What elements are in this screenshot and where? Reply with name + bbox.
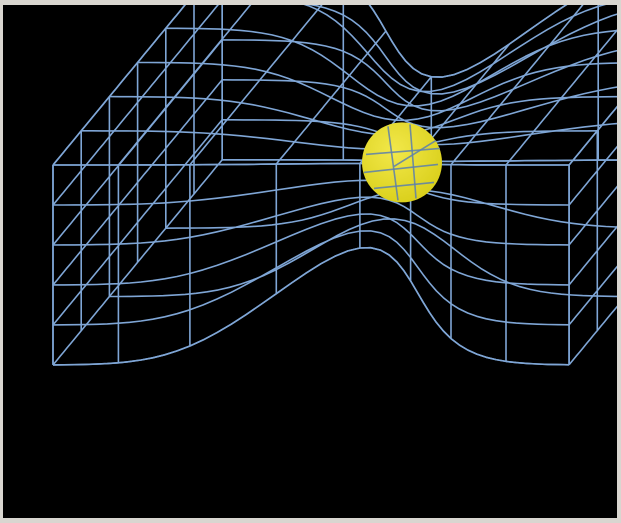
- grid-line-top-lengthwise: [81, 130, 598, 150]
- grid-line-right-depth: [568, 265, 617, 326]
- sphere-grid-line: [387, 126, 399, 201]
- sphere-grid-line: [373, 181, 435, 190]
- grid-line-top-lengthwise: [109, 95, 617, 136]
- sphere-grid-line: [363, 163, 439, 174]
- grid-line-top-depth: [505, 29, 617, 166]
- grid-line-right-depth: [568, 305, 617, 366]
- grid-line-front-horizontal: [52, 246, 570, 366]
- grid-line-bottom-lengthwise: [109, 218, 617, 298]
- warped-grid: [52, 5, 617, 366]
- sphere-grid-line: [365, 147, 441, 156]
- grid-line-top-depth: [189, 5, 323, 166]
- sphere-grid-line: [393, 139, 437, 168]
- sphere-body: [362, 122, 442, 203]
- grid-line-top-depth: [275, 30, 387, 165]
- grid-line-right-depth: [568, 145, 617, 206]
- grid-line-front-horizontal: [53, 179, 570, 206]
- grid-line-right-depth: [568, 105, 617, 166]
- grid-line-top-lengthwise: [303, 5, 607, 93]
- mass-sphere: [362, 122, 442, 203]
- sphere-grid-line: [409, 124, 417, 199]
- illustration-panel: [3, 5, 617, 518]
- grid-line-top-lengthwise: [53, 162, 570, 166]
- spacetime-illustration: [52, 5, 617, 366]
- grid-line-bottom-lengthwise: [52, 246, 570, 366]
- grid-line-top-depth: [568, 105, 617, 166]
- grid-line-top-depth: [450, 5, 584, 166]
- grid-line-right-depth: [568, 225, 617, 286]
- grid-line-top-lengthwise: [137, 61, 617, 122]
- grid-line-right-depth: [568, 185, 617, 246]
- grid-line-front-horizontal: [52, 230, 570, 326]
